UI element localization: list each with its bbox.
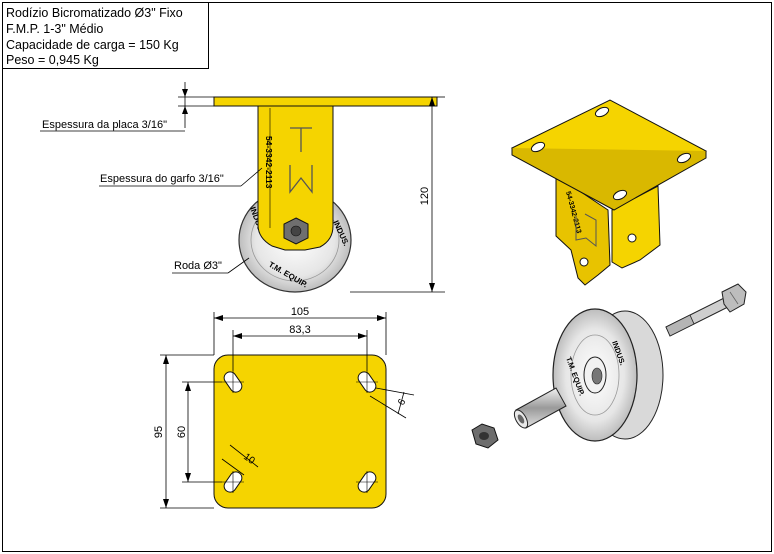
hole-span-y-dim: 60	[176, 426, 188, 438]
iso-slot-3	[676, 152, 692, 164]
title-line-2: F.M.P. 1-3" Médio	[6, 22, 103, 36]
fork-thickness-label: Espessura do garfo 3/16"	[100, 173, 224, 185]
iso-bolt	[665, 283, 747, 337]
title-block: Rodízio Bicromatizado Ø3" Fixo F.M.P. 1-…	[2, 2, 209, 69]
iso-tm-logo	[575, 213, 597, 248]
iso-slot-1	[594, 106, 610, 118]
title-line-1: Rodízio Bicromatizado Ø3" Fixo	[6, 6, 183, 20]
front-top-plate	[213, 96, 438, 107]
hole-span-x-dim: 83,3	[289, 324, 310, 336]
iso-assembled-view: 54-3342-2113 T.M. EQUIP. INDUS.	[471, 99, 747, 449]
front-view: INDUS. T.M. EQUIP. INDUS. 54-3342-2113 1…	[40, 82, 445, 293]
wheel-label: Roda Ø3"	[174, 260, 222, 272]
mounting-plate	[213, 354, 387, 509]
front-fork	[257, 105, 334, 251]
iso-fork-left-leg	[555, 174, 611, 286]
iso-nut	[471, 423, 499, 449]
tm-logo	[289, 127, 313, 194]
iso-slot-4	[612, 189, 628, 201]
front-fork-code: 54-3342-2113	[264, 136, 274, 189]
title-line-3: Capacidade de carga = 150 Kg	[6, 38, 179, 52]
front-height-dim: 120	[419, 187, 431, 205]
iso-spacer-tube	[513, 387, 567, 429]
plate-width-dim: 105	[291, 306, 309, 318]
iso-slot-2	[530, 141, 546, 153]
plate-view: 105 83,3 95 60 10 6	[153, 306, 415, 509]
iso-fork-right-leg	[611, 185, 661, 269]
plate-height-dim: 95	[153, 426, 165, 438]
plate-thickness-label: Espessura da placa 3/16"	[42, 119, 167, 131]
title-line-4: Peso = 0,945 Kg	[6, 53, 99, 67]
slot-width-dim: 6	[396, 397, 409, 408]
